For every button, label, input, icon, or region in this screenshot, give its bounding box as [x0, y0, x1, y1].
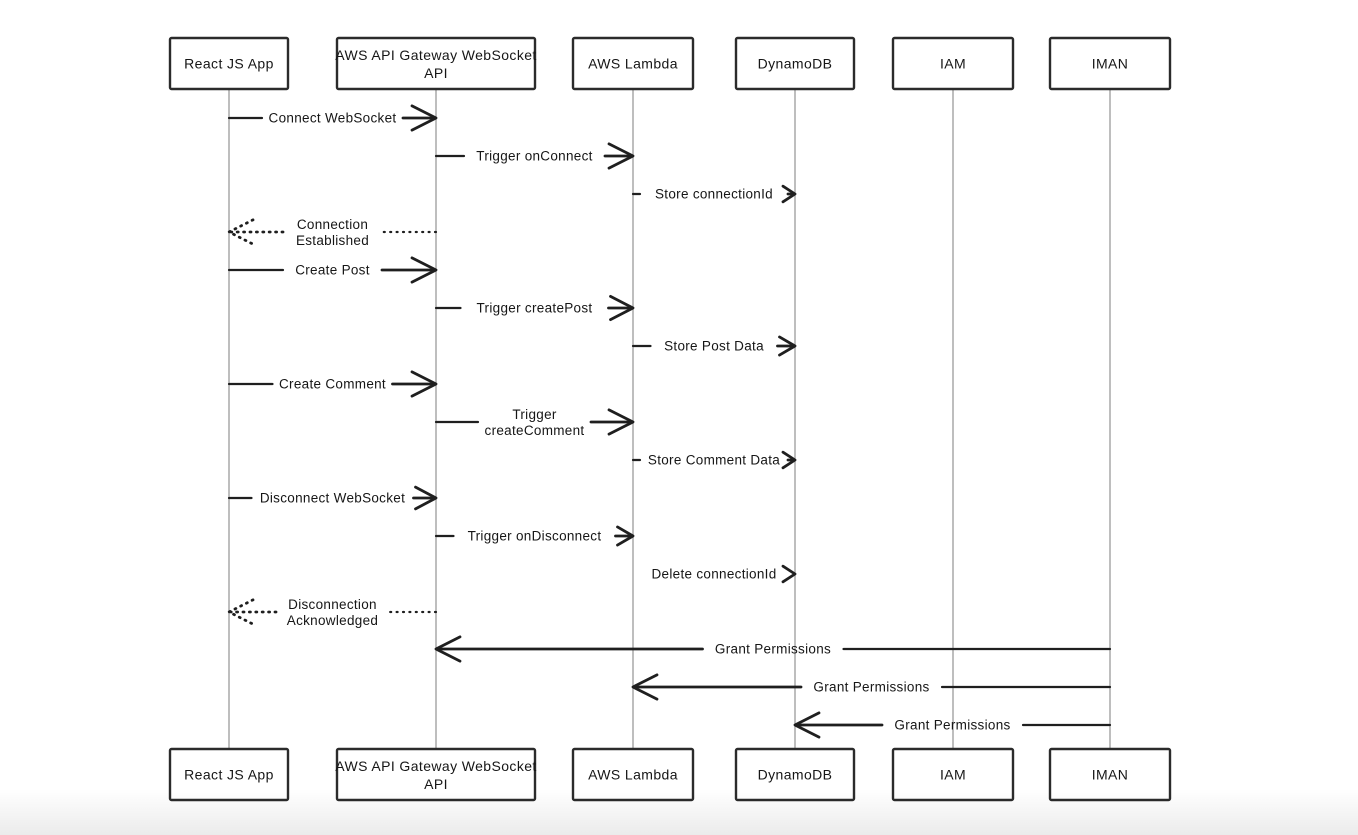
- actor-box-top-lambda: [571, 36, 695, 91]
- message-arrowhead: [616, 525, 635, 547]
- message-label: Store Comment Data: [648, 453, 780, 468]
- message-arrowhead: [414, 485, 438, 511]
- message-arrowhead: [781, 450, 797, 470]
- actor-box-top-react: [168, 36, 290, 91]
- message-arrowhead: [410, 370, 438, 398]
- actor-box-bottom-dynamodb: [734, 747, 856, 802]
- actor-label-iman: IMAN: [1092, 56, 1129, 72]
- message-arrowhead: [227, 598, 255, 626]
- message-label: Connect WebSocket: [269, 111, 397, 126]
- actor-label-apigw: API: [424, 65, 448, 81]
- message-arrowhead: [410, 256, 438, 284]
- message-label: Trigger createPost: [477, 301, 593, 316]
- actor-label-dynamodb: DynamoDB: [758, 56, 833, 72]
- actor-box-bottom-iam: [891, 747, 1015, 802]
- message-label: Store connectionId: [655, 187, 773, 202]
- message-label: Trigger onDisconnect: [468, 529, 602, 544]
- message-label: Create Post: [295, 263, 370, 278]
- message-label: Disconnection: [288, 597, 377, 612]
- actor-box-bottom-iman: [1048, 747, 1172, 802]
- actor-box-top-iman: [1048, 36, 1172, 91]
- message-arrowhead: [793, 711, 821, 739]
- message-arrowhead: [631, 673, 659, 701]
- actor-label-iman: IMAN: [1092, 767, 1129, 783]
- actor-label-lambda: AWS Lambda: [588, 767, 678, 783]
- message-arrowhead: [607, 408, 635, 436]
- message-label: Grant Permissions: [894, 718, 1010, 733]
- message-label: Trigger onConnect: [476, 149, 592, 164]
- message-arrowhead: [434, 635, 462, 663]
- message-arrowhead: [781, 564, 797, 584]
- actor-box-top-dynamodb: [734, 36, 856, 91]
- actor-label-react: React JS App: [184, 767, 274, 783]
- actor-label-apigw: API: [424, 776, 448, 792]
- actor-label-iam: IAM: [940, 767, 966, 783]
- message-label: Grant Permissions: [715, 642, 831, 657]
- actor-label-apigw: AWS API Gateway WebSocket: [335, 47, 536, 63]
- message-label: Grant Permissions: [813, 680, 929, 695]
- message-label: Delete connectionId: [651, 567, 776, 582]
- actor-box-bottom-react: [168, 747, 290, 802]
- message-arrowhead: [607, 142, 635, 170]
- actor-label-react: React JS App: [184, 56, 274, 72]
- message-label: Connection: [297, 217, 368, 232]
- message-label: Create Comment: [279, 377, 386, 392]
- actor-box-bottom-lambda: [571, 747, 695, 802]
- message-label: createComment: [485, 423, 585, 438]
- actor-box-top-iam: [891, 36, 1015, 91]
- message-arrowhead: [778, 335, 797, 357]
- message-arrowhead: [410, 104, 438, 132]
- message-label: Trigger: [512, 407, 557, 422]
- actor-box-bottom-apigw: [335, 747, 537, 802]
- message-label: Established: [296, 233, 369, 248]
- actor-label-apigw: AWS API Gateway WebSocket: [335, 758, 536, 774]
- message-arrowhead: [227, 218, 255, 246]
- actor-label-iam: IAM: [940, 56, 966, 72]
- message-arrowhead: [609, 294, 635, 322]
- message-label: Disconnect WebSocket: [260, 491, 405, 506]
- message-arrowhead: [781, 184, 797, 204]
- actor-box-top-apigw: [335, 36, 537, 91]
- actor-label-dynamodb: DynamoDB: [758, 767, 833, 783]
- message-label: Store Post Data: [664, 339, 764, 354]
- actor-label-lambda: AWS Lambda: [588, 56, 678, 72]
- message-label: Acknowledged: [287, 613, 378, 628]
